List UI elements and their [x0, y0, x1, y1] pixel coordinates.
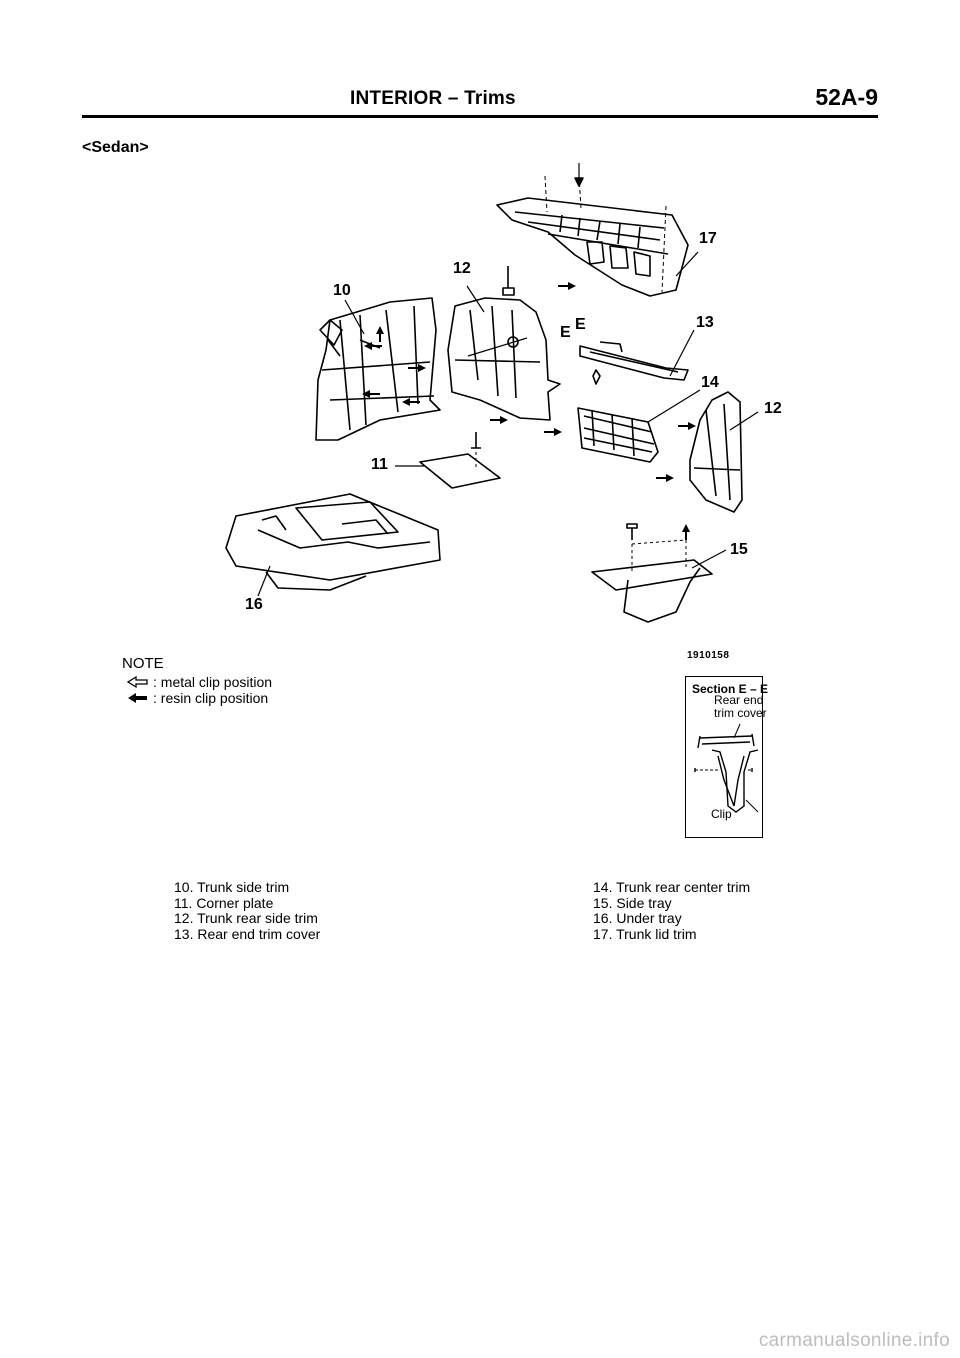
legend-item: 12. Trunk rear side trim [174, 910, 318, 926]
note-title: NOTE [122, 655, 164, 672]
note-resin-clip: : resin clip position [153, 690, 269, 706]
rear-end-trim-cover-part [579, 341, 689, 385]
legend-item: 15. Side tray [593, 894, 672, 911]
watermark: carmanualsonline.info [758, 1330, 950, 1351]
model-variant-label: <Sedan> [82, 139, 149, 156]
section-title: Section E – E [692, 682, 769, 696]
callout-12-left: 12 [453, 260, 471, 277]
section-marker-e-right: E [575, 316, 586, 333]
page-title: INTERIOR – Trims [350, 88, 516, 109]
section-label-rear-end: Rear end [714, 693, 764, 707]
page-number: 52A-9 [815, 84, 878, 110]
callout-14: 14 [701, 374, 719, 391]
section-label-clip: Clip [711, 807, 732, 821]
callout-16: 16 [245, 596, 263, 613]
figure-code: 1910158 [687, 650, 730, 661]
legend-item: 14. Trunk rear center trim [593, 879, 751, 895]
callout-13: 13 [696, 314, 714, 331]
section-e-e-box [685, 676, 763, 838]
callout-10: 10 [333, 282, 351, 299]
parts-legend-left: 10. Trunk side trim 11. Corner plate 12.… [174, 879, 321, 942]
solid-arrow-icon [128, 693, 147, 703]
section-label-trim-cover: trim cover [714, 706, 767, 720]
trunk-rear-side-trim-left-part [447, 266, 561, 421]
note-icons [126, 675, 148, 703]
parts-legend-right: 14. Trunk rear center trim 15. Side tray… [593, 879, 751, 942]
trunk-rear-side-trim-right-part [689, 391, 743, 513]
callout-17: 17 [699, 230, 717, 247]
corner-plate-part [419, 432, 501, 489]
outline-arrow-icon [126, 675, 148, 689]
legend-item: 17. Trunk lid trim [593, 925, 697, 942]
callout-12-right: 12 [764, 400, 782, 417]
trunk-rear-center-trim-part [577, 407, 659, 463]
section-e-e-drawing [694, 723, 759, 813]
header-rule [82, 115, 878, 118]
callout-11: 11 [371, 456, 388, 473]
trunk-side-trim-part [315, 297, 441, 441]
section-marker-e-left: E [560, 324, 571, 341]
note-metal-clip: : metal clip position [153, 674, 273, 690]
under-tray-part [225, 493, 441, 591]
legend-item: 13. Rear end trim cover [174, 925, 321, 942]
callout-leaders [257, 251, 759, 597]
side-tray-part [591, 523, 713, 623]
legend-item: 11. Corner plate [174, 894, 274, 911]
trunk-lid-trim-part [496, 163, 689, 297]
legend-item: 16. Under tray [593, 910, 682, 926]
legend-item: 10. Trunk side trim [174, 879, 290, 895]
callout-15: 15 [730, 541, 748, 558]
resin-clip-markers [362, 282, 696, 540]
